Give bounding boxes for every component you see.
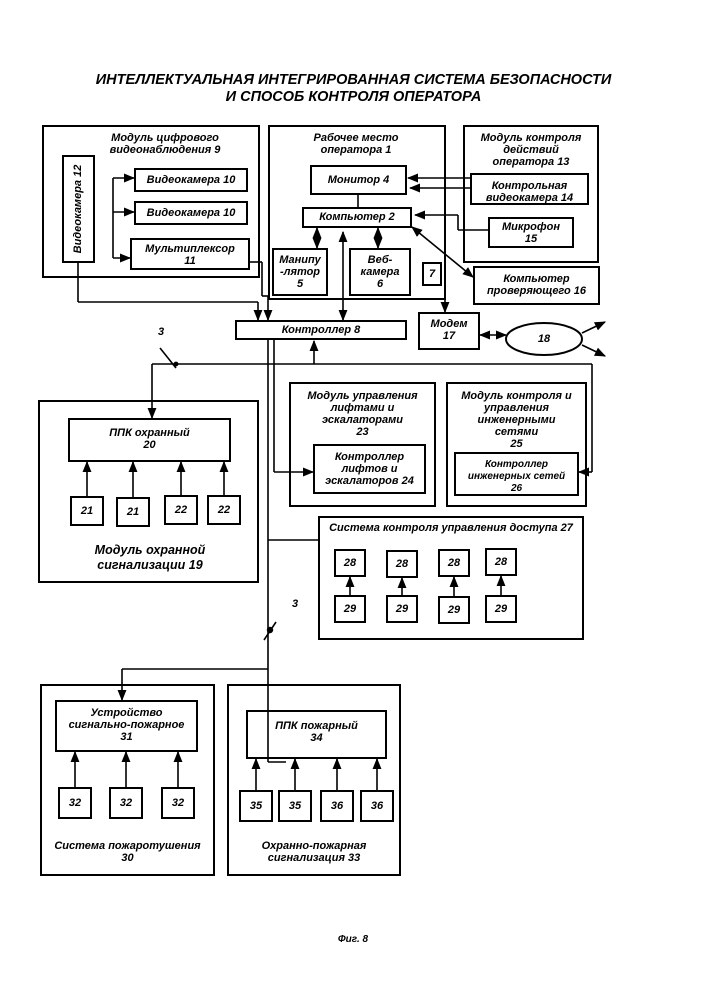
bus-label-top: 3 <box>158 326 164 338</box>
multiplexer-label: Мультиплексор 11 <box>130 243 250 267</box>
computer-label: Компьютер 2 <box>302 211 412 223</box>
fire-35-1-label: 35 <box>239 800 273 812</box>
sensor-22a-label: 22 <box>164 504 198 516</box>
bus-label-bottom: 3 <box>292 598 298 610</box>
videocamera-10b-label: Видеокамера 10 <box>134 207 248 219</box>
access-29-3-label: 29 <box>438 604 470 616</box>
access-system-label: Система контроля управления доступа 27 <box>318 522 584 534</box>
ellipse-18-label: 18 <box>526 333 562 345</box>
fire-35-2-label: 35 <box>278 800 312 812</box>
videocamera-10a-label: Видеокамера 10 <box>134 174 248 186</box>
monitor-label: Монитор 4 <box>310 174 407 186</box>
lift-controller-label: Контроллер лифтов и эскалаторов 24 <box>313 451 426 487</box>
control-camera-label: Контрольная видеокамера 14 <box>470 180 589 204</box>
video-module-label: Модуль цифрового видеонаблюдения 9 <box>85 132 245 156</box>
access-28-4-label: 28 <box>485 556 517 568</box>
manipulator-label: Манипу -лятор 5 <box>272 254 328 290</box>
sensor-21b-label: 21 <box>116 506 150 518</box>
security-ppk-label: ППК охранный 20 <box>68 427 231 451</box>
access-28-2-label: 28 <box>386 558 418 570</box>
security-module-label: Модуль охранной сигнализации 19 <box>60 543 240 573</box>
access-29-4-label: 29 <box>485 603 517 615</box>
title-line-1: ИНТЕЛЛЕКТУАЛЬНАЯ ИНТЕГРИРОВАННАЯ СИСТЕМА… <box>40 72 667 89</box>
access-28-1-label: 28 <box>334 557 366 569</box>
fire-36-1-label: 36 <box>320 800 354 812</box>
access-29-2-label: 29 <box>386 603 418 615</box>
fire-system-label: Система пожаротушения 30 <box>40 840 215 864</box>
fire-ppk-label: ППК пожарный 34 <box>246 720 387 744</box>
workplace-label: Рабочее место оператора 1 <box>300 132 412 156</box>
fire-32-3-label: 32 <box>161 797 195 809</box>
controller-8-label: Контроллер 8 <box>235 324 407 336</box>
checker-computer-label: Компьютер проверяющего 16 <box>473 273 600 297</box>
sensor-22b-label: 22 <box>207 504 241 516</box>
webcam-label: Веб- камера 6 <box>349 254 411 290</box>
access-28-3-label: 28 <box>438 557 470 569</box>
engineering-module-label: Модуль контроля и управления инженерными… <box>446 390 587 450</box>
sensor-21a-label: 21 <box>70 505 104 517</box>
lift-module-label: Модуль управления лифтами и эскалаторами… <box>289 390 436 438</box>
item-7-label: 7 <box>422 268 442 280</box>
fire-device-label: Устройство сигнально-пожарное 31 <box>55 707 198 743</box>
microphone-label: Микрофон 15 <box>488 221 574 245</box>
fire-36-2-label: 36 <box>360 800 394 812</box>
modem-label: Модем 17 <box>418 318 480 342</box>
fire-32-1-label: 32 <box>58 797 92 809</box>
fire-alarm-label: Охранно-пожарная сигнализация 33 <box>227 840 401 864</box>
title-line-2: И СПОСОБ КОНТРОЛЯ ОПЕРАТОРА <box>40 89 667 106</box>
engineering-controller-label: Контроллер инженерных сетей 26 <box>454 459 579 495</box>
figure-caption: Фиг. 8 <box>303 934 403 946</box>
access-29-1-label: 29 <box>334 603 366 615</box>
operator-control-label: Модуль контроля действий оператора 13 <box>463 132 599 168</box>
bus-junction-dot <box>174 362 179 367</box>
fire-32-2-label: 32 <box>109 797 143 809</box>
videocamera-12-label: Видеокамера 12 <box>72 159 84 259</box>
